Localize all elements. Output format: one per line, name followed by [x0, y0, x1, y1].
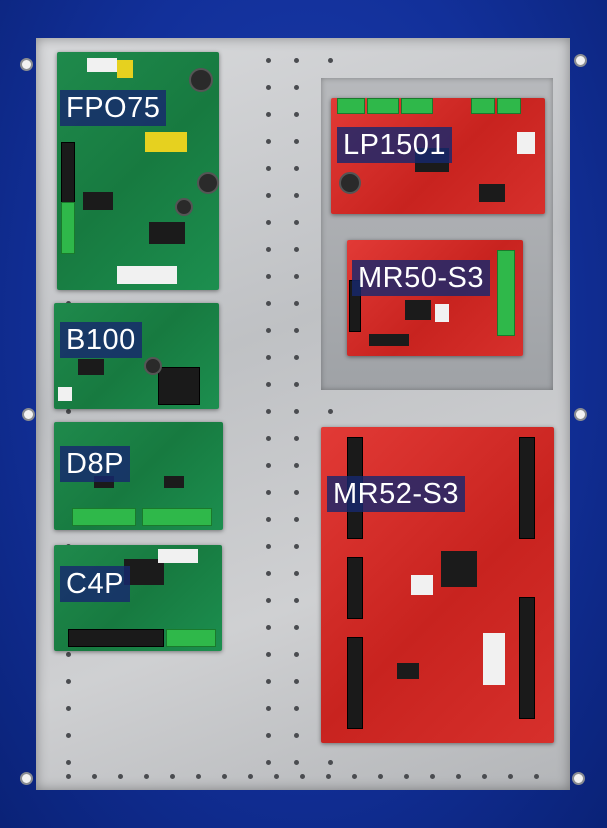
perforation-hole	[222, 774, 227, 779]
perforation-hole	[266, 652, 271, 657]
perforation-hole	[404, 774, 409, 779]
perforation-hole	[266, 355, 271, 360]
perforation-hole	[430, 774, 435, 779]
perforation-hole	[118, 774, 123, 779]
perforation-hole	[266, 598, 271, 603]
mr52-board	[321, 427, 554, 743]
perforation-hole	[144, 774, 149, 779]
perforation-hole	[266, 274, 271, 279]
perforation-hole	[294, 409, 299, 414]
perforation-hole	[294, 598, 299, 603]
perforation-hole	[266, 436, 271, 441]
d8p-label: D8P	[60, 446, 130, 482]
perforation-hole	[266, 220, 271, 225]
perforation-hole	[266, 706, 271, 711]
perforation-hole	[266, 382, 271, 387]
perforation-hole	[294, 328, 299, 333]
perforation-hole	[66, 774, 71, 779]
mr52-label: MR52-S3	[327, 476, 465, 512]
perforation-hole	[294, 706, 299, 711]
perforation-hole	[294, 436, 299, 441]
mount-hole-mid-right	[574, 408, 587, 421]
perforation-hole	[66, 652, 71, 657]
perforation-hole	[294, 112, 299, 117]
perforation-hole	[266, 409, 271, 414]
perforation-hole	[352, 774, 357, 779]
perforation-hole	[266, 58, 271, 63]
perforation-hole	[66, 679, 71, 684]
perforation-hole	[300, 774, 305, 779]
perforation-hole	[294, 679, 299, 684]
perforation-hole	[274, 774, 279, 779]
perforation-hole	[266, 571, 271, 576]
perforation-hole	[456, 774, 461, 779]
mount-hole-bottom-left	[20, 772, 33, 785]
perforation-hole	[294, 58, 299, 63]
perforation-hole	[266, 139, 271, 144]
perforation-hole	[328, 58, 333, 63]
perforation-hole	[294, 760, 299, 765]
perforation-hole	[266, 463, 271, 468]
lp1501-label: LP1501	[337, 127, 452, 163]
perforation-hole	[266, 112, 271, 117]
perforation-hole	[266, 166, 271, 171]
c4p-label: C4P	[60, 566, 130, 602]
mount-hole-top-left	[20, 58, 33, 71]
fpo75-label: FPO75	[60, 90, 167, 126]
fpo75-board	[57, 52, 219, 290]
perforation-hole	[294, 517, 299, 522]
perforation-hole	[66, 733, 71, 738]
perforation-hole	[294, 652, 299, 657]
perforation-hole	[266, 85, 271, 90]
perforation-hole	[534, 774, 539, 779]
perforation-hole	[508, 774, 513, 779]
perforation-hole	[266, 490, 271, 495]
perforation-hole	[294, 490, 299, 495]
perforation-hole	[294, 382, 299, 387]
mount-hole-bottom-right	[572, 772, 585, 785]
perforation-hole	[266, 544, 271, 549]
perforation-hole	[294, 247, 299, 252]
perforation-hole	[294, 85, 299, 90]
perforation-hole	[266, 733, 271, 738]
mr50-board	[347, 240, 523, 356]
perforation-hole	[294, 139, 299, 144]
perforation-hole	[66, 706, 71, 711]
perforation-hole	[294, 274, 299, 279]
perforation-hole	[294, 301, 299, 306]
perforation-hole	[266, 760, 271, 765]
perforation-hole	[66, 409, 71, 414]
perforation-hole	[266, 517, 271, 522]
mr50-label: MR50-S3	[352, 260, 490, 296]
perforation-hole	[294, 544, 299, 549]
mount-hole-mid-left	[22, 408, 35, 421]
perforation-hole	[266, 328, 271, 333]
perforation-hole	[328, 409, 333, 414]
perforation-hole	[294, 193, 299, 198]
perforation-hole	[294, 571, 299, 576]
perforation-hole	[266, 625, 271, 630]
perforation-hole	[482, 774, 487, 779]
perforation-hole	[266, 301, 271, 306]
perforation-hole	[294, 166, 299, 171]
perforation-hole	[294, 220, 299, 225]
perforation-hole	[92, 774, 97, 779]
perforation-hole	[266, 193, 271, 198]
perforation-hole	[294, 733, 299, 738]
perforation-hole	[266, 679, 271, 684]
mount-hole-top-right	[574, 54, 587, 67]
perforation-hole	[196, 774, 201, 779]
perforation-hole	[378, 774, 383, 779]
perforation-hole	[66, 760, 71, 765]
perforation-hole	[248, 774, 253, 779]
perforation-hole	[328, 760, 333, 765]
perforation-hole	[294, 625, 299, 630]
perforation-hole	[294, 355, 299, 360]
perforation-hole	[294, 463, 299, 468]
perforation-hole	[266, 247, 271, 252]
perforation-hole	[170, 774, 175, 779]
perforation-hole	[326, 774, 331, 779]
b100-label: B100	[60, 322, 142, 358]
